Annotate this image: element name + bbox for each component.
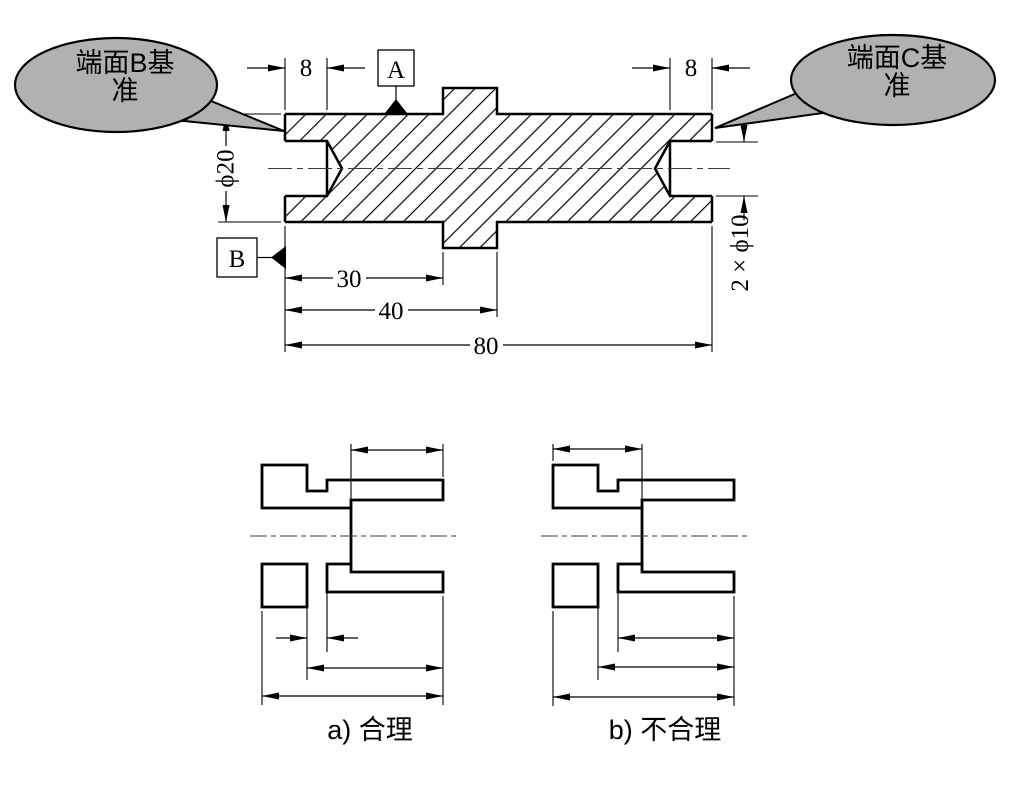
callout-left-text-line2: 准	[112, 76, 139, 106]
dim-text-8-right: 8	[685, 55, 698, 82]
detail-a-dim-middle	[307, 596, 444, 705]
detail-a-drawing: a) 合理	[248, 444, 458, 745]
dim-text-30: 30	[337, 266, 362, 293]
dim-30: 30	[285, 266, 443, 293]
datum-a: A	[377, 49, 415, 113]
callout-right-bubble	[789, 33, 997, 127]
callout-right-text-line2: 准	[884, 71, 911, 101]
shaft-outline-top	[285, 86, 712, 116]
dim-text-8-left: 8	[300, 55, 313, 82]
dim-hole-depth-right: 8	[632, 55, 750, 110]
datum-b-triangle	[271, 246, 286, 269]
dim-hole-depth-left: 8	[247, 55, 365, 110]
datum-b-letter: B	[229, 246, 246, 273]
datum-a-letter: A	[387, 57, 405, 84]
shaft-outline-bottom	[285, 220, 712, 250]
callout-left: 端面B基 准	[13, 36, 285, 134]
callout-left-bubble	[13, 36, 219, 134]
dim-text-2xphi10: 2 × ϕ10	[727, 214, 754, 291]
datum-b: B	[216, 237, 286, 278]
dim-text-80: 80	[474, 333, 499, 360]
main-shaft-drawing: 8 8 ϕ20 2 × ϕ10	[213, 49, 758, 360]
detail-b-dim-1	[618, 596, 735, 706]
detail-b-dim-overall	[552, 611, 734, 706]
detail-a-dim-top	[350, 444, 444, 500]
detail-b-dim-top	[552, 444, 643, 500]
dim-outer-diameter: ϕ20	[213, 113, 281, 223]
dim-text-40: 40	[379, 298, 404, 325]
detail-a-caption: a) 合理	[327, 715, 413, 745]
dim-40: 40	[285, 298, 497, 325]
callout-left-text-line1: 端面B基	[75, 48, 174, 78]
detail-b-caption: b) 不合理	[609, 715, 722, 745]
dim-text-phi20: ϕ20	[213, 149, 240, 187]
detail-a-dim-overall	[261, 611, 443, 705]
callout-right-text-line1: 端面C基	[847, 43, 948, 73]
detail-b-drawing: b) 不合理	[539, 444, 749, 745]
datum-a-triangle	[385, 99, 407, 113]
callout-right: 端面C基 准	[714, 33, 997, 129]
dim-80: 80	[285, 333, 712, 360]
dim-center-holes: 2 × ϕ10	[716, 118, 758, 292]
